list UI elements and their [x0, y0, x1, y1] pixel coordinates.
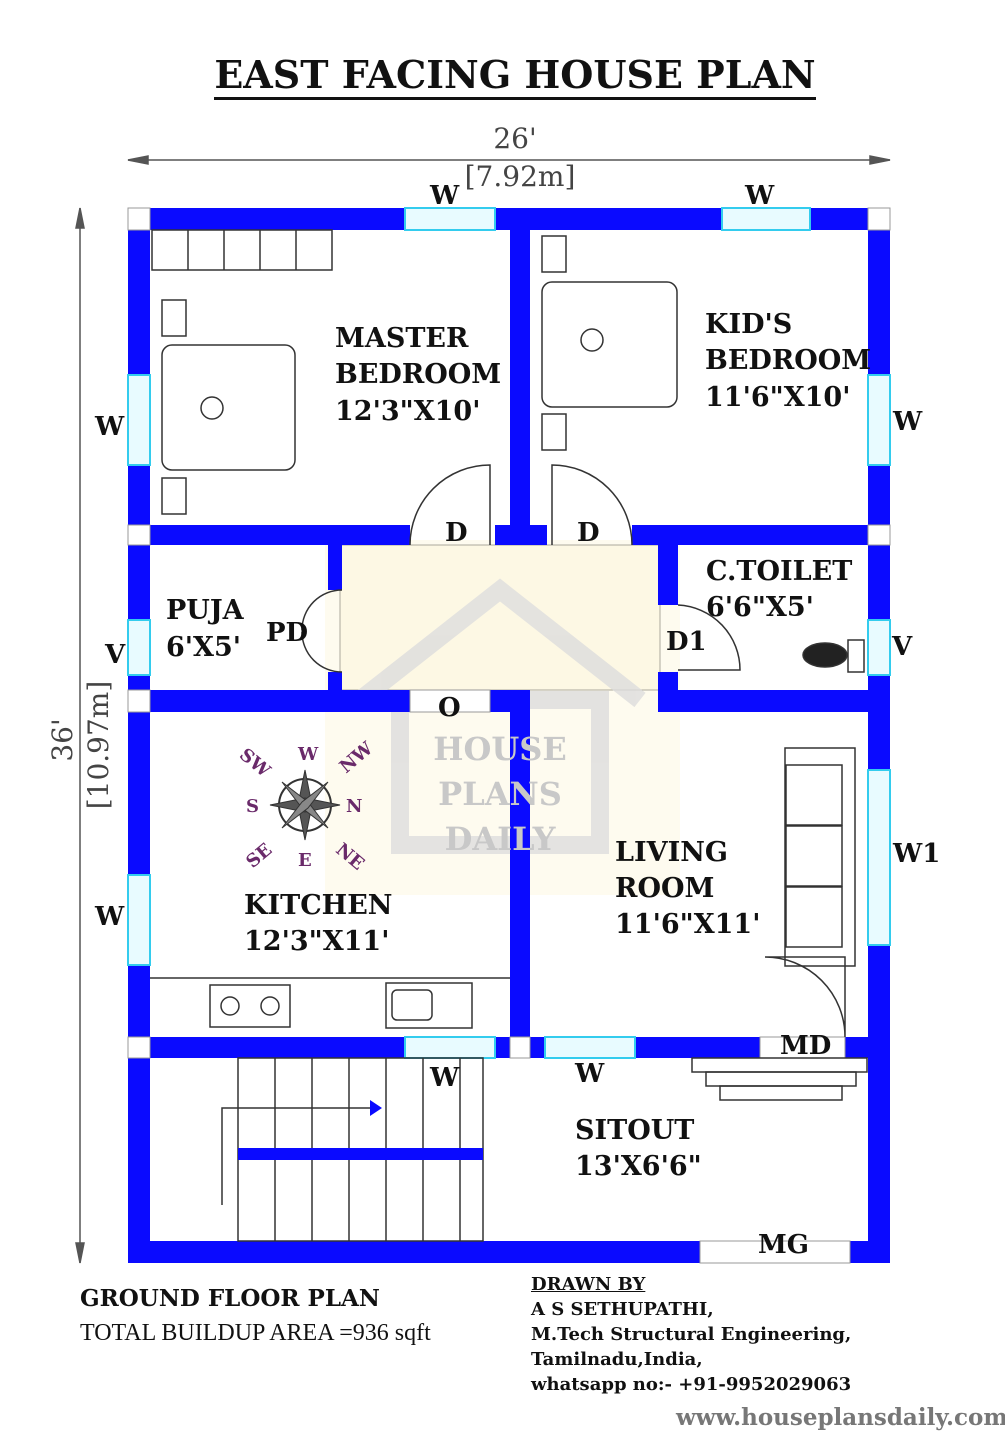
master-bedroom-label: BEDROOM — [335, 359, 501, 390]
living-room-label: ROOM — [615, 873, 714, 904]
sitout-size: 13'X6'6" — [575, 1151, 702, 1182]
compass-e: E — [298, 850, 312, 871]
puja-door-label: PD — [266, 618, 308, 648]
window-label: W — [574, 1059, 605, 1089]
plan-title: EAST FACING HOUSE PLAN — [0, 52, 1005, 100]
width-dimension — [127, 155, 891, 165]
kids-bedroom-size: 11'6"X10' — [705, 382, 850, 413]
living-room-size: 11'6"X11' — [615, 909, 760, 940]
drawn-by-label: DRAWN BY — [531, 1274, 646, 1295]
kids-bedroom-label: KID'S — [705, 309, 792, 340]
website-link[interactable]: www.houseplansdaily.com — [676, 1404, 1005, 1431]
total-area: TOTAL BUILDUP AREA =936 sqft — [80, 1320, 431, 1346]
author-contact: whatsapp no:- +91-9952029063 — [531, 1374, 852, 1395]
watermark-text: PLANS — [438, 775, 562, 813]
kitchen-label: KITCHEN — [244, 890, 392, 921]
compass-sw: SW — [235, 744, 275, 782]
compass-se: SE — [242, 839, 276, 872]
ventilator-label: V — [104, 640, 126, 670]
master-bedroom-label: MASTER — [335, 323, 469, 354]
compass-w: W — [297, 744, 319, 765]
window-label: W1 — [892, 839, 940, 869]
toilet-size: 6'6"X5' — [706, 592, 814, 623]
author-qualification: M.Tech Structural Engineering, — [531, 1324, 852, 1345]
compass-icon — [269, 769, 341, 841]
ventilator-label: V — [891, 632, 913, 662]
room-labels: MASTER BEDROOM 12'3"X10' KID'S BEDROOM 1… — [166, 309, 871, 1182]
watermark-text: DAILY — [445, 820, 557, 858]
opening-label: O — [438, 693, 461, 723]
door-label: D1 — [666, 627, 707, 657]
master-bedroom-size: 12'3"X10' — [335, 396, 480, 427]
main-gate-label: MG — [758, 1230, 809, 1260]
compass-s: S — [246, 796, 259, 817]
compass-n: N — [346, 796, 362, 817]
width-ft: 26' — [493, 122, 536, 155]
watermark-text: HOUSE — [433, 730, 567, 768]
walls — [128, 208, 890, 1263]
sitout-label: SITOUT — [575, 1115, 694, 1146]
width-m: [7.92m] — [465, 160, 576, 193]
stair-landing — [238, 1148, 483, 1160]
credits: DRAWN BY A S SETHUPATHI, M.Tech Structur… — [531, 1272, 851, 1397]
plan-name: GROUND FLOOR PLAN — [80, 1285, 380, 1312]
opening-labels: W W W W V V W W1 D D D1 PD O MD W W MG — [94, 181, 940, 1260]
wall-breaks — [127, 207, 891, 1264]
windows — [127, 207, 891, 1059]
kitchen-size: 12'3"X11' — [244, 926, 389, 957]
furniture — [150, 229, 868, 1242]
window-label: W — [744, 181, 775, 211]
kids-bedroom-label: BEDROOM — [705, 345, 871, 376]
depth-m: [10.97m] — [82, 681, 115, 810]
window-label: W — [429, 1063, 460, 1093]
depth-ft: 36' — [46, 718, 79, 761]
door-label: D — [577, 518, 600, 548]
puja-label: PUJA — [166, 595, 245, 626]
window-label: W — [94, 412, 125, 442]
door-label: D — [445, 518, 468, 548]
living-room-label: LIVING — [615, 837, 728, 868]
window-label: W — [94, 902, 125, 932]
window-label: W — [892, 407, 923, 437]
main-door-label: MD — [780, 1031, 831, 1061]
toilet-label: C.TOILET — [706, 556, 852, 587]
author-location: Tamilnadu,India, — [531, 1349, 703, 1370]
doors — [301, 464, 846, 1038]
window-label: W — [429, 181, 460, 211]
depth-dimension — [75, 207, 85, 1264]
stair-arrow-icon — [370, 1100, 382, 1116]
author-name: A S SETHUPATHI, — [531, 1299, 714, 1320]
puja-size: 6'X5' — [166, 632, 241, 663]
